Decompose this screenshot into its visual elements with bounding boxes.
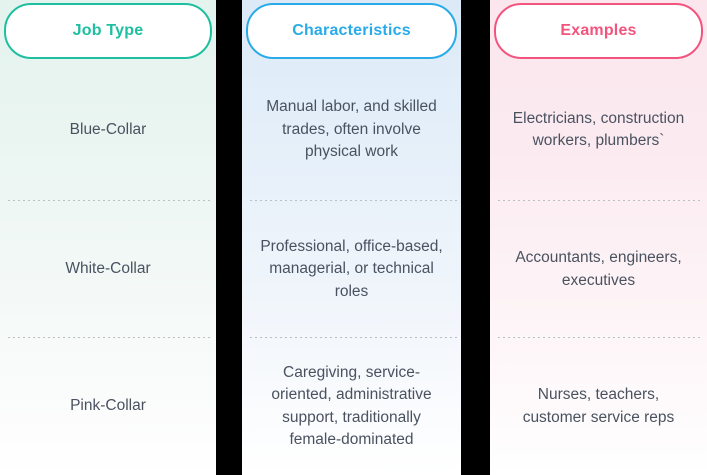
column-header-job-type: Job Type: [4, 3, 212, 59]
table-cell: Accountants, engineers, executives: [490, 201, 707, 338]
cell-text: Electricians, construction workers, plum…: [512, 109, 685, 149]
column-gap: [461, 0, 490, 475]
cell-text: Blue-Collar: [69, 120, 147, 138]
cell-text: Professional, office-based, managerial, …: [260, 237, 443, 300]
table-cell: Caregiving, service-oriented, administra…: [242, 338, 461, 475]
column-cells-examples: Electricians, construction workers, plum…: [490, 59, 707, 475]
table-cell: Electricians, construction workers, plum…: [490, 59, 707, 201]
table-cell: Blue-Collar: [0, 59, 216, 201]
cell-text: Nurses, teachers, customer service reps: [522, 386, 675, 426]
column-cells-job-type: Blue-Collar White-Collar Pink-Collar: [0, 59, 216, 475]
table-cell: Professional, office-based, managerial, …: [242, 201, 461, 338]
column-header-characteristics: Characteristics: [246, 3, 457, 59]
column-background-job-type: [0, 0, 216, 475]
column-cells-characteristics: Manual labor, and skilled trades, often …: [242, 59, 461, 475]
table-column-job-type: Job Type Blue-Collar White-Collar Pink-C…: [0, 0, 216, 475]
table-cell: Pink-Collar: [0, 338, 216, 475]
table-cell: White-Collar: [0, 201, 216, 338]
column-header-examples: Examples: [494, 3, 703, 59]
table-cell: Nurses, teachers, customer service reps: [490, 338, 707, 475]
table-cell: Manual labor, and skilled trades, often …: [242, 59, 461, 201]
table-column-characteristics: Characteristics Manual labor, and skille…: [242, 0, 461, 475]
cell-text: Pink-Collar: [70, 397, 146, 415]
column-background-characteristics: [242, 0, 461, 475]
cell-text: White-Collar: [65, 260, 151, 278]
cell-text: Caregiving, service-oriented, administra…: [271, 363, 432, 448]
cell-text: Manual labor, and skilled trades, often …: [266, 98, 437, 161]
column-gap: [216, 0, 242, 475]
cell-text: Accountants, engineers, executives: [515, 249, 682, 289]
table-column-examples: Examples Electricians, construction work…: [490, 0, 707, 475]
column-background-examples: [490, 0, 707, 475]
